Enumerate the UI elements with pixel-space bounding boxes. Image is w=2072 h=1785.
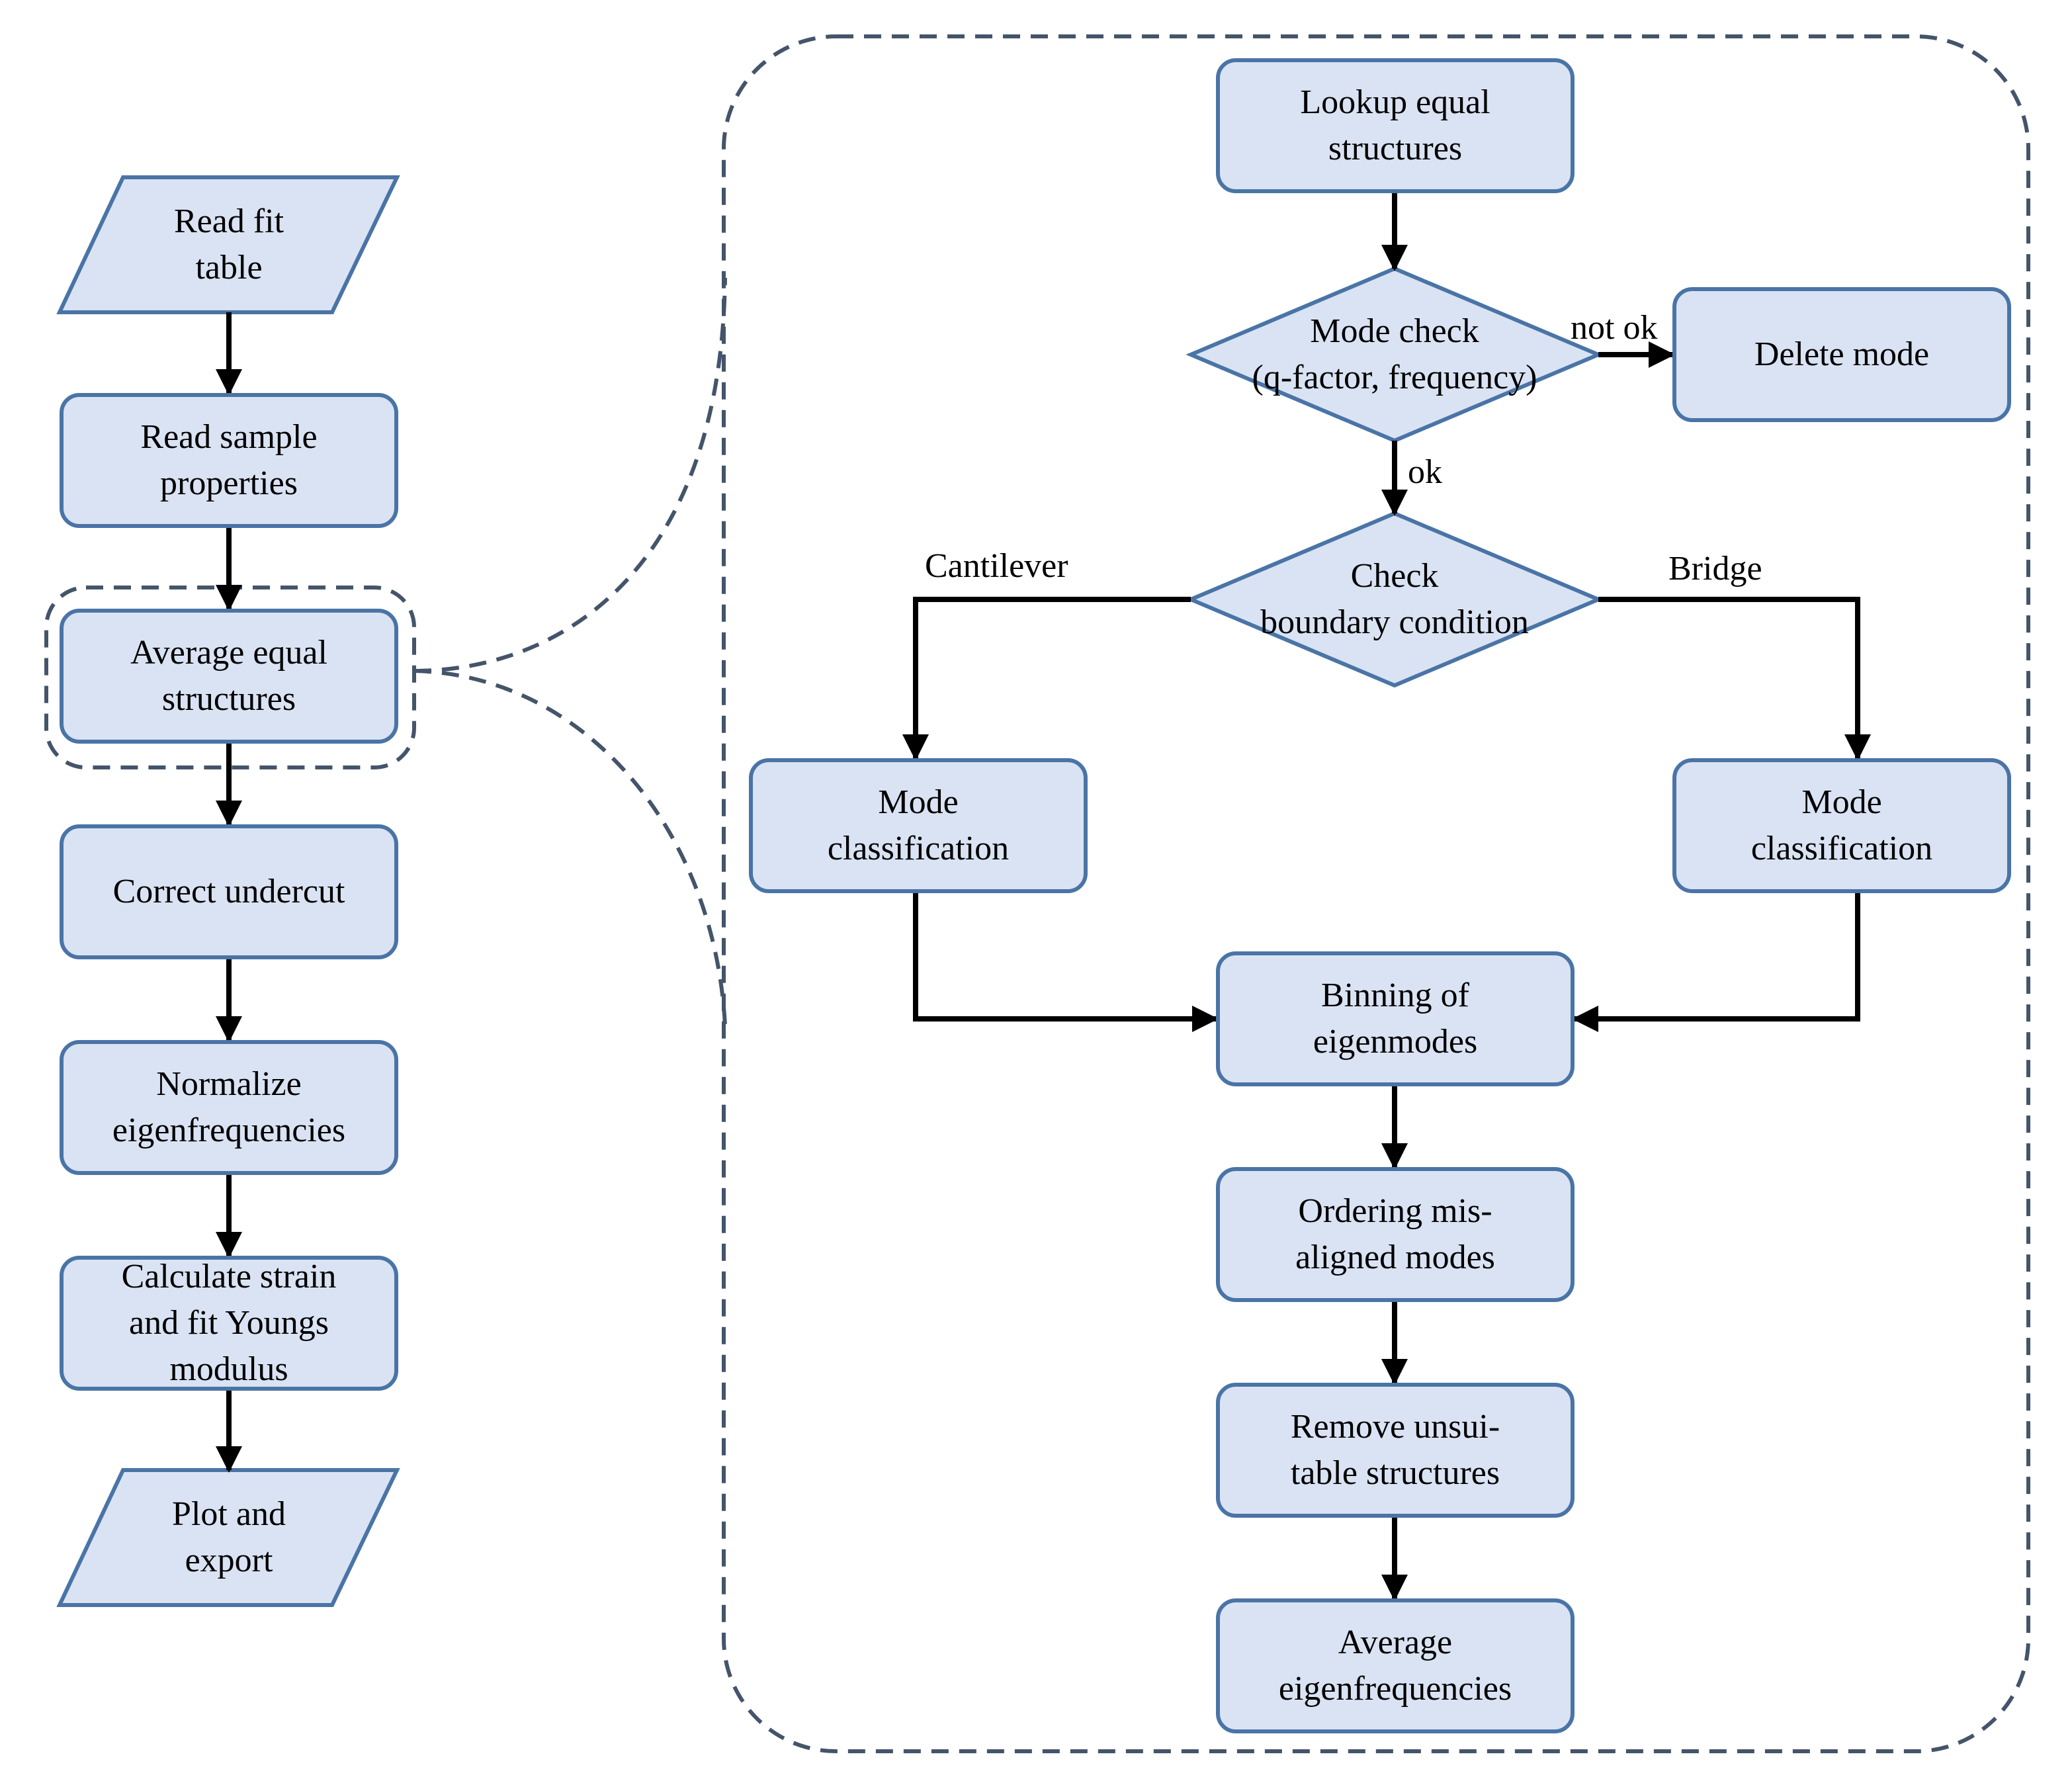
zoom-connector-lower xyxy=(413,669,727,1026)
arrow-cantilever xyxy=(902,597,1191,761)
delete-mode-node: Delete mode xyxy=(1672,287,2011,422)
plot-and-export-node: Plot and export xyxy=(172,1495,286,1579)
mode-classification-left-node: Mode classification xyxy=(749,758,1088,893)
average-equal-structures-node: Average equal structures xyxy=(60,609,398,744)
zoom-connector-upper xyxy=(413,277,727,673)
average-eigenfrequencies-node: Average eigenfrequencies xyxy=(1216,1598,1575,1733)
calculate-strain-node: Calculate strain and fit Youngs modulus xyxy=(60,1256,398,1391)
edge-label-cantilever: Cantilever xyxy=(925,547,1068,585)
read-fit-table-shape xyxy=(56,175,400,314)
arrow-bridge xyxy=(1598,597,1871,761)
mode-check-node: Mode check (q-factor, frequency) xyxy=(1252,312,1537,396)
edge-label-bridge: Bridge xyxy=(1668,550,1762,588)
arrow-left-class-to-binning xyxy=(913,892,1219,1032)
binning-of-eigenmodes-node: Binning of eigenmodes xyxy=(1216,951,1575,1086)
ordering-misaligned-modes-node: Ordering mis- aligned modes xyxy=(1216,1167,1575,1302)
boundary-condition-diamond xyxy=(1186,511,1604,688)
normalize-eigenfrequencies-node: Normalize eigenfrequencies xyxy=(60,1040,398,1175)
read-fit-table-node: Read fit table xyxy=(173,202,284,286)
lookup-equal-structures-node: Lookup equal structures xyxy=(1216,58,1575,193)
remove-unsuitable-structures-node: Remove unsui- table structures xyxy=(1216,1383,1575,1518)
edge-label-not-ok: not ok xyxy=(1571,309,1658,347)
edge-label-ok: ok xyxy=(1408,453,1442,491)
plot-and-export-shape xyxy=(56,1468,400,1607)
mode-classification-right-node: Mode classification xyxy=(1672,758,2011,893)
detail-panel-outline xyxy=(722,34,2030,1753)
arrow-right-class-to-binning xyxy=(1572,892,1860,1032)
read-sample-properties-node: Read sample properties xyxy=(60,393,398,528)
check-boundary-condition-node: Check boundary condition xyxy=(1260,557,1529,641)
correct-undercut-node: Correct undercut xyxy=(60,824,398,959)
